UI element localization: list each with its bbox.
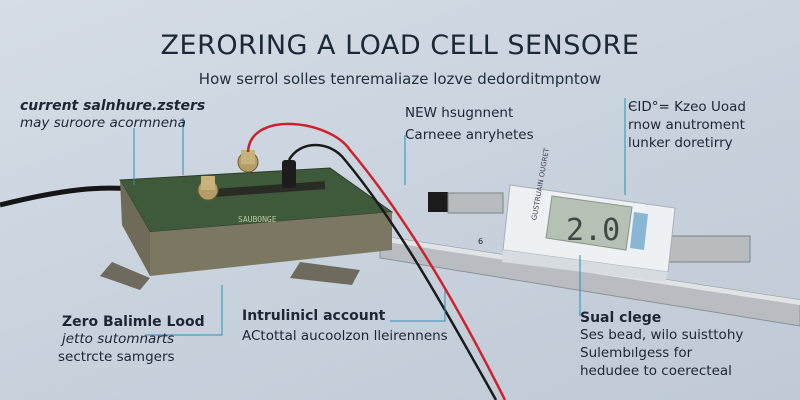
leader-lines: [133, 98, 626, 336]
callout-body: ACtottal aucoolzon lleirennens: [242, 328, 448, 344]
display-value: 2.0: [566, 213, 620, 248]
callout-heading: Intrulinicl account: [242, 308, 386, 324]
callout-top-center: NEW hsugnnent Carneee anryhetes: [405, 104, 534, 144]
load-cell: SAUBONGE: [100, 150, 394, 290]
page-subtitle: How serrol solles tenremaliaze lozve ded…: [198, 70, 602, 88]
connector-cap: [428, 192, 448, 212]
black-wire: [287, 143, 498, 400]
callout-heading: current salnhure.zsters: [20, 98, 206, 114]
callout-line: Ses bead, wilo suisttohy: [580, 327, 744, 343]
callout-line: rnow anutroment: [628, 117, 745, 133]
board-text: SAUBONGE: [238, 215, 277, 224]
callout-bottom-left: Zero Balimle Lood jetto sutomnarts sectr…: [58, 314, 205, 366]
callout-bottom-center: Intrulinicl account ACtottal aucoolzon l…: [242, 308, 448, 345]
side-marker: 6: [478, 237, 483, 246]
callout-heading: Sual clege: [580, 310, 662, 326]
page-title: ZERORING A LOAD CELL SENSORE: [160, 30, 640, 61]
connector-right: [664, 235, 751, 263]
callout-line: sectrcte samgers: [58, 349, 175, 365]
callout-line: Sulembılgess for: [580, 345, 693, 361]
callout-line: hedudee to coerecteal: [580, 363, 732, 379]
callout-bottom-right: Sual clege Ses bead, wilo suisttohy Sule…: [580, 310, 743, 380]
callout-line: ЄID°= Kzeo Uoad: [628, 99, 746, 115]
sensor-cable: [0, 185, 141, 208]
callout-top-right: ЄID°= Kzeo Uoad rnow anutroment lunker d…: [628, 98, 746, 152]
callout-line: lunker doretirry: [628, 135, 733, 151]
callout-body: Carneee anryhetes: [405, 127, 534, 143]
callout-body: may suroore acormnena: [20, 115, 186, 131]
callout-heading: NEW hsugnnent: [405, 105, 514, 121]
connector-left: [447, 192, 504, 214]
callout-line: jetto sutomnarts: [62, 331, 175, 347]
callout-top-left: current salnhure.zsters may suroore acor…: [20, 98, 205, 132]
callout-heading: Zero Balimle Lood: [62, 314, 205, 330]
digital-readout-device: [502, 184, 676, 282]
red-wire: [246, 122, 507, 400]
